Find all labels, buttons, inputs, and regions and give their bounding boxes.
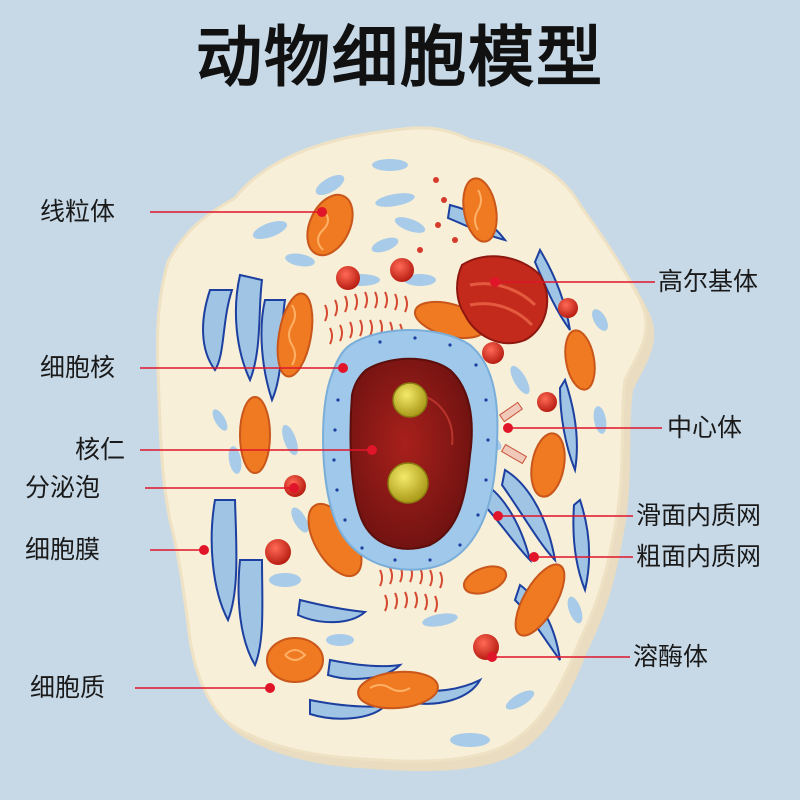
label-golgi: 高尔基体	[658, 267, 758, 297]
label-centrosome: 中心体	[667, 413, 742, 443]
label-cytoplasm: 细胞质	[30, 673, 105, 703]
label-mitochondria: 线粒体	[40, 197, 115, 227]
label-cell-membrane: 细胞膜	[25, 535, 100, 565]
label-nucleolus: 核仁	[75, 435, 125, 465]
label-lysosome: 溶酶体	[633, 642, 708, 672]
label-nucleus: 细胞核	[40, 353, 115, 383]
label-smooth-er: 滑面内质网	[636, 501, 761, 531]
label-secretory-vesicle: 分泌泡	[25, 473, 100, 503]
label-rough-er: 粗面内质网	[636, 542, 761, 572]
